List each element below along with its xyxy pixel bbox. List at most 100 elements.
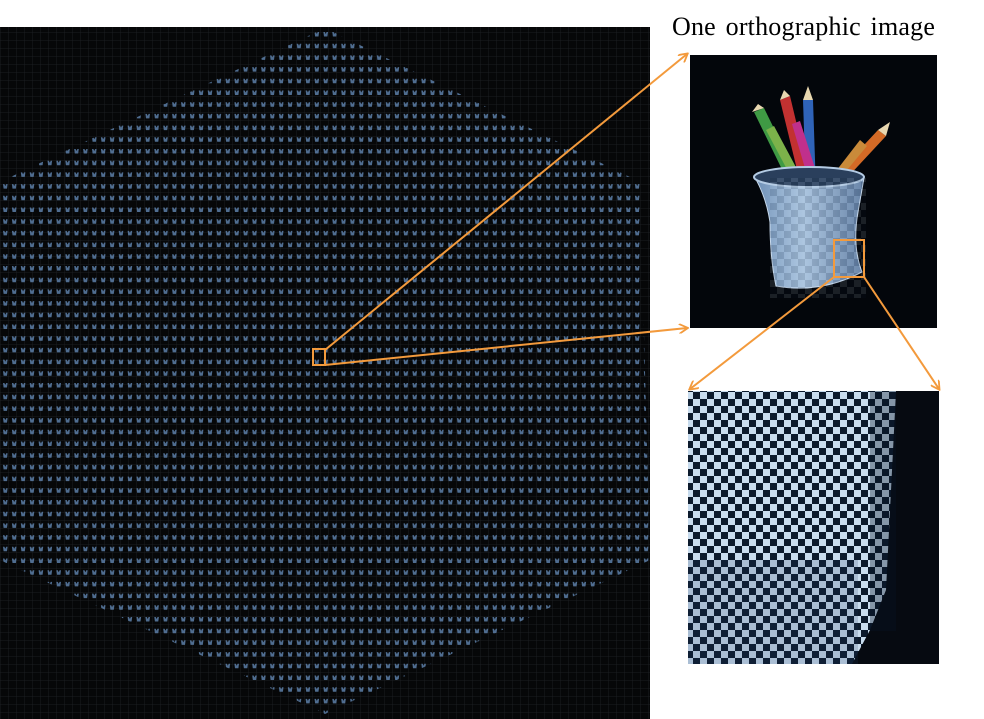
cup-glyph-icon [394,663,400,669]
cup-glyph-icon [474,593,480,599]
cup-glyph-icon [278,488,284,493]
cup-glyph-icon [252,546,257,552]
cup-glyph-icon [20,488,26,493]
cup-glyph-icon [492,219,498,224]
cup-glyph-icon [92,254,97,259]
detail-connectors [690,276,939,389]
cup-glyph-icon [501,511,506,517]
cup-glyph-icon [172,254,177,259]
cup-glyph-icon [181,137,186,142]
cup-glyph-icon [3,453,8,458]
cup-glyph-icon [483,254,489,259]
cup-glyph-icon [367,324,373,329]
cup-glyph-icon [127,511,133,517]
cup-glyph-icon [261,113,266,119]
cup-glyph-icon [145,406,150,411]
cup-glyph-icon [270,347,275,353]
cup-glyph-icon [528,383,533,388]
cup-glyph-icon [11,546,17,552]
cup-glyph-icon [38,570,44,575]
cup-glyph-icon [323,277,328,283]
cup-glyph-icon [314,570,320,575]
cup-glyph-icon [261,570,266,575]
cup-glyph-icon [608,219,613,224]
cup-glyph-icon [563,558,569,563]
cup-glyph-icon [359,324,364,329]
cup-glyph-icon [145,441,150,446]
cup-glyph-icon [100,137,106,142]
cup-glyph-icon [394,312,400,318]
cup-glyph-icon [350,371,355,376]
cup-glyph-icon [100,406,106,411]
cup-glyph-icon [198,301,204,306]
cup-glyph-icon [412,254,417,259]
cup-glyph-icon [448,125,453,131]
cup-glyph-icon [590,219,596,224]
cup-glyph-icon [412,149,417,154]
cup-glyph-icon [323,523,328,528]
cup-glyph-icon [270,652,275,657]
cup-glyph-icon [474,277,480,283]
cup-glyph-icon [270,406,275,411]
cup-glyph-icon [465,628,471,634]
cup-glyph-icon [189,593,195,599]
cup-glyph-icon [554,570,560,575]
cup-glyph-icon [412,172,417,177]
cup-glyph-icon [403,266,409,271]
cup-glyph-icon [172,149,177,154]
cup-glyph-icon [234,464,239,470]
cup-glyph-icon [127,394,133,400]
selected-elemental-image-box[interactable] [312,348,326,366]
cup-glyph-icon [296,43,302,49]
cup-glyph-icon [590,383,596,388]
cup-glyph-icon [332,172,337,177]
cup-glyph-icon [181,605,186,610]
cup-glyph-icon [394,429,400,435]
cup-glyph-icon [74,558,79,563]
cup-glyph-icon [29,347,35,353]
cup-glyph-icon [350,219,355,224]
cup-glyph-icon [47,394,53,400]
cup-glyph-icon [287,277,293,283]
cup-glyph-icon [136,546,142,552]
cup-glyph-icon [189,581,195,587]
cup-glyph-icon [65,418,70,423]
cup-glyph-icon [501,230,506,236]
cup-glyph-icon [394,324,400,329]
cup-glyph-icon [626,359,631,365]
cup-glyph-icon [189,383,195,388]
cup-glyph-icon [172,160,177,166]
cup-glyph-icon [519,336,524,341]
cup-glyph-icon [439,617,444,622]
cup-glyph-icon [563,511,569,517]
cup-glyph-icon [323,230,328,236]
cup-glyph-icon [56,160,62,166]
cup-glyph-icon [314,336,320,341]
cup-glyph-icon [323,511,328,517]
cup-glyph-icon [92,511,97,517]
cup-glyph-icon [118,324,124,329]
zoom-region-box[interactable] [833,239,865,278]
cup-glyph-icon [172,137,177,142]
cup-glyph-icon [145,523,150,528]
cup-glyph-icon [350,535,355,540]
cup-glyph-icon [172,394,177,400]
cup-glyph-icon [528,605,533,610]
cup-glyph-icon [270,429,275,435]
cup-glyph-icon [163,149,168,154]
cup-glyph-icon [421,359,426,365]
cup-glyph-icon [412,581,417,587]
cup-glyph-icon [189,359,195,365]
cup-glyph-icon [376,242,382,248]
cup-glyph-icon [109,511,115,517]
cup-glyph-icon [127,371,133,376]
cup-glyph-icon [92,242,97,248]
cup-glyph-icon [394,254,400,259]
cup-glyph-icon [367,418,373,423]
cup-glyph-icon [172,266,177,271]
cup-glyph-icon [465,289,471,294]
cup-glyph-icon [474,464,480,470]
cup-glyph-icon [252,476,257,482]
cup-glyph-icon [234,617,239,622]
